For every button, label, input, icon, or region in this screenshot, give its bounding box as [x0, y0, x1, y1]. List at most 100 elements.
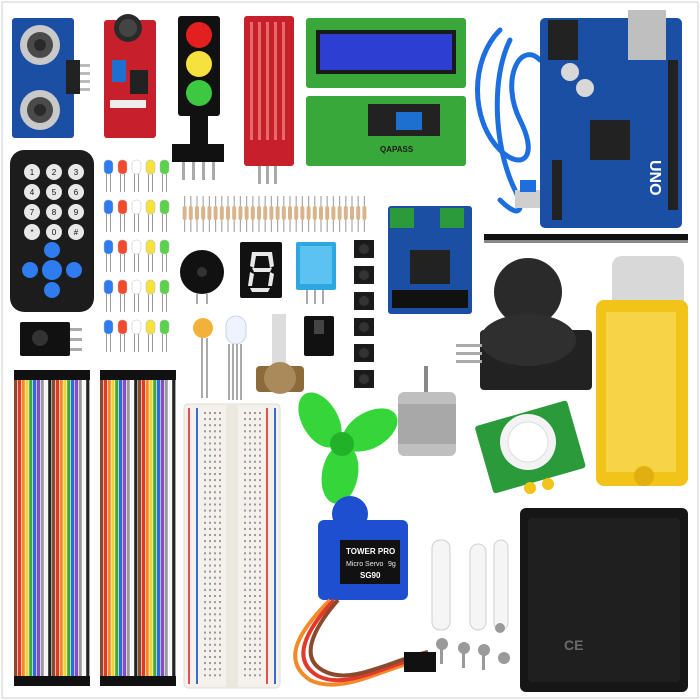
traffic-light-module: [172, 16, 224, 180]
jumper-wire: [17, 374, 21, 684]
resistor: [337, 206, 342, 220]
seven-segment-display: [240, 242, 282, 298]
jumper-wire: [115, 374, 119, 684]
led: [159, 319, 170, 335]
resistor: [306, 206, 311, 220]
joystick-module: [456, 258, 592, 390]
remote-key: [24, 184, 40, 200]
servo-horns: [431, 539, 509, 631]
led: [103, 319, 114, 335]
jumper-wire: [67, 374, 71, 684]
ultrasonic-sensor: [12, 18, 90, 138]
led: [145, 319, 156, 335]
jumper-wire: [153, 374, 157, 684]
led: [159, 159, 170, 175]
led: [131, 199, 142, 215]
remote-key: [68, 224, 84, 240]
led: [159, 279, 170, 295]
jumper-wire: [111, 374, 115, 684]
led: [131, 239, 142, 255]
arduino-uno-board: UNO: [540, 10, 682, 228]
remote-key: [46, 184, 62, 200]
resistor: [325, 206, 330, 220]
buzzer: [180, 250, 224, 304]
resistor: [232, 206, 237, 220]
jumper-wire: [164, 374, 168, 684]
resistor: [362, 206, 367, 220]
jumper-wire: [52, 374, 56, 684]
jumper-wire: [36, 374, 40, 684]
motor-driver-module: [388, 206, 472, 314]
dht11-sensor: [296, 242, 336, 304]
jumper-wire: [100, 374, 104, 684]
servo-weight-label: 9g: [388, 561, 396, 568]
led: [159, 239, 170, 255]
remote-key-label: *: [30, 228, 33, 237]
resistor: [343, 206, 348, 220]
pir-motion-sensor: [475, 400, 586, 494]
jumper-wire: [14, 374, 18, 684]
jumper-wire: [160, 374, 164, 684]
jumper-wire: [40, 374, 44, 684]
remote-key-label: 0: [52, 228, 57, 237]
yellow-gear-motor: [596, 256, 688, 486]
led: [145, 279, 156, 295]
led: [103, 159, 114, 175]
resistor: [288, 206, 292, 220]
remote-key-label: 3: [74, 168, 79, 177]
remote-key-label: 9: [74, 208, 79, 217]
led: [103, 199, 114, 215]
remote-key: [24, 204, 40, 220]
led: [131, 279, 142, 295]
led: [145, 199, 156, 215]
jumper-wire: [78, 374, 82, 684]
resistor: [350, 206, 354, 220]
micro-servo: TOWER PRO Micro Servo 9g SG90: [293, 496, 436, 687]
resistor: [263, 206, 268, 220]
jumper-wire: [44, 374, 48, 684]
sound-sensor-module: [104, 14, 156, 138]
jumper-wire: [25, 374, 29, 684]
pin-headers: [484, 234, 688, 243]
usb-cable: [475, 27, 543, 214]
board-model-label: UNO: [646, 160, 663, 196]
jumper-wire: [63, 374, 67, 684]
fan-propeller: [298, 392, 398, 504]
resistor: [275, 206, 280, 220]
resistor: [281, 206, 286, 220]
resistor: [300, 206, 305, 220]
jumper-wire: [55, 374, 59, 684]
jumper-wire: [122, 374, 126, 684]
servo-brand-label: TOWER PRO: [346, 547, 395, 556]
resistor: [238, 206, 243, 220]
jumper-wire: [71, 374, 75, 684]
dc-motor: [398, 366, 456, 456]
led: [103, 279, 114, 295]
slide-switch: [304, 316, 334, 356]
remote-key: [68, 164, 84, 180]
jumper-wire: [172, 374, 176, 684]
jumper-wire: [134, 374, 138, 684]
remote-key-label: 2: [52, 168, 57, 177]
jumper-wire: [145, 374, 149, 684]
battery-box: CE: [520, 508, 688, 692]
rgb-led: [225, 315, 247, 400]
servo-model-label: SG90: [360, 571, 381, 580]
jumper-wires-left: [14, 370, 90, 686]
breadboard-holes: [204, 412, 261, 677]
remote-key: [46, 164, 62, 180]
jumper-wire: [74, 374, 78, 684]
jumper-wire: [21, 374, 25, 684]
resistor: [269, 206, 274, 220]
led: [117, 199, 128, 215]
breadboard: [183, 403, 281, 689]
resistor: [244, 206, 249, 220]
jumper-wire: [29, 374, 33, 684]
resistor: [331, 206, 336, 220]
jumper-wire: [48, 374, 52, 684]
remote-key: [68, 184, 84, 200]
resistor: [257, 206, 261, 220]
